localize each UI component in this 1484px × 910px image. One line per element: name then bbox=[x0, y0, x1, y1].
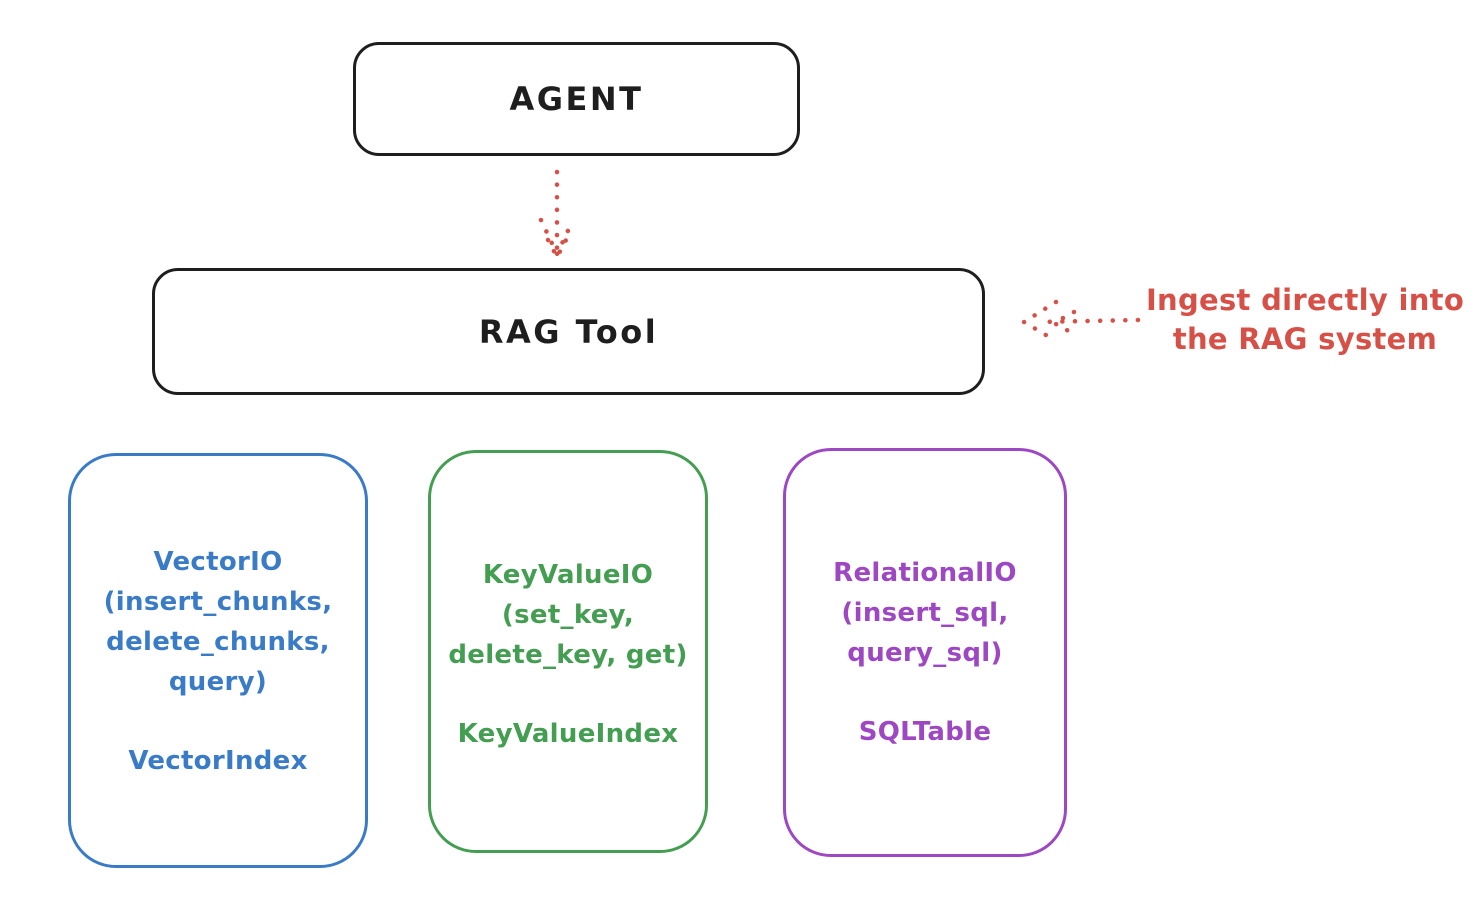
relationalio-method-line: query_sql) bbox=[847, 638, 1003, 668]
vectorio-method-line: query) bbox=[168, 667, 268, 697]
vectorio-title: VectorIO bbox=[153, 547, 283, 577]
rag-tool-label: RAG Tool bbox=[478, 312, 659, 351]
rag-tool-box: RAG Tool bbox=[152, 268, 985, 395]
keyvalueio-method-line: (set_key, bbox=[501, 600, 635, 630]
agent-box: AGENT bbox=[353, 42, 800, 156]
vectorio-method-line: delete_chunks, bbox=[106, 627, 330, 657]
ingest-annotation: Ingest directly into the RAG system bbox=[1145, 281, 1465, 359]
relationalio-index-label: SQLTable bbox=[858, 717, 992, 747]
agent-to-ragtool-arrow bbox=[538, 169, 576, 262]
keyvalueio-method-line: delete_key, get) bbox=[448, 640, 688, 670]
agent-label: AGENT bbox=[509, 80, 644, 118]
vectorio-index-label: VectorIndex bbox=[128, 746, 308, 776]
vectorio-box: VectorIO (insert_chunks, delete_chunks, … bbox=[68, 453, 368, 868]
ingest-arrow bbox=[1019, 299, 1141, 344]
relationalio-title: RelationalIO bbox=[833, 558, 1017, 588]
keyvalueio-box: KeyValueIO (set_key, delete_key, get) Ke… bbox=[428, 450, 708, 853]
relationalio-method-line: (insert_sql, bbox=[841, 598, 1009, 628]
vectorio-method-line: (insert_chunks, bbox=[103, 587, 333, 617]
keyvalueio-index-label: KeyValueIndex bbox=[457, 719, 679, 749]
keyvalueio-title: KeyValueIO bbox=[482, 560, 654, 590]
ingest-annotation-line2: the RAG system bbox=[1172, 322, 1438, 356]
relationalio-box: RelationalIO (insert_sql, query_sql) SQL… bbox=[783, 448, 1067, 857]
ingest-annotation-line1: Ingest directly into bbox=[1145, 283, 1465, 317]
